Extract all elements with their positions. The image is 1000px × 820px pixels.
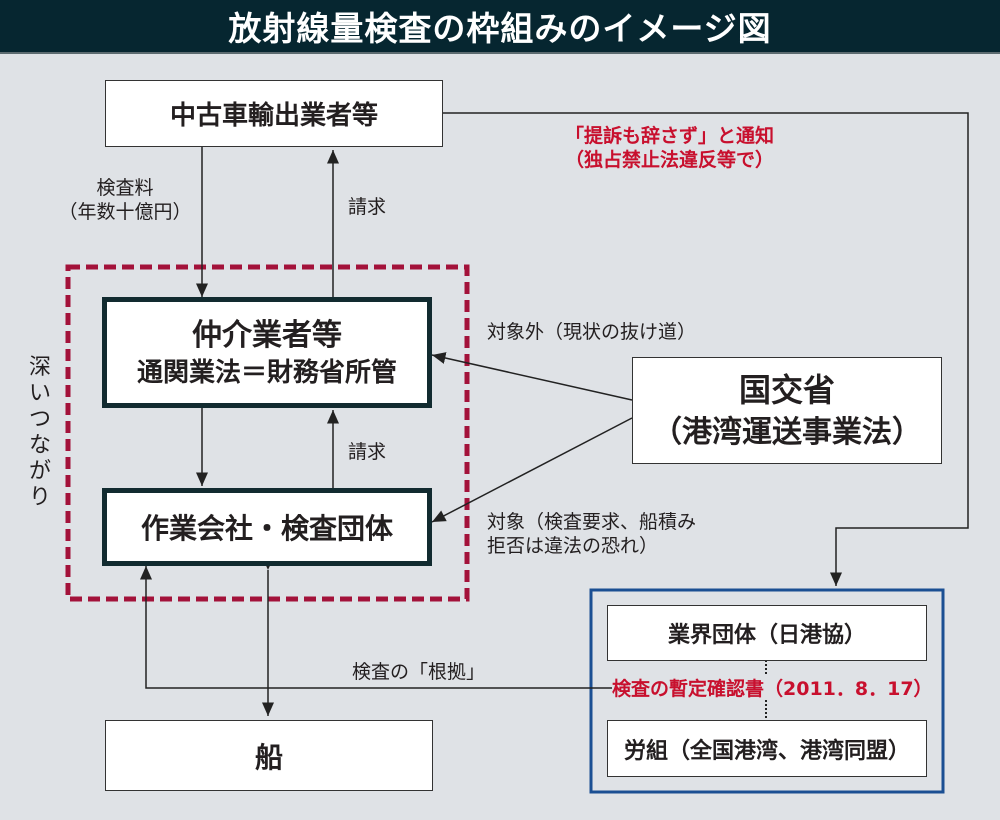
- industry-group-label: 業界団体（日港協）: [667, 623, 866, 648]
- notice-label-line2: （独占禁止法違反等で）: [565, 149, 775, 171]
- mlit-box: 国交省 （港湾運送事業法）: [632, 357, 942, 464]
- notice-label: 「提訴も辞さず」と通知 （独占禁止法違反等で）: [565, 124, 774, 172]
- fee-label-line2: （年数十億円）: [58, 201, 192, 223]
- agreement-group-border: [589, 588, 945, 794]
- industry-group-box: 業界団体（日港協）: [607, 605, 927, 661]
- brokers-subtitle: 通関業法＝財務省所管: [136, 357, 397, 388]
- covered-label-line2: 拒否は違法の恐れ）: [487, 535, 659, 557]
- deep-ties-label: 深いつながり: [28, 355, 51, 510]
- brokers-box: 仲介業者等 通関業法＝財務省所管: [102, 297, 432, 408]
- deep-ties-group-border: [65, 264, 470, 602]
- basis-arrow: [140, 566, 612, 689]
- not-covered-arrow: [431, 352, 633, 401]
- fee-label: 検査料 （年数十億円）: [50, 176, 200, 224]
- mlit-title: 国交省: [738, 370, 835, 409]
- union-box: 労組（全国港湾、港湾同盟）: [607, 720, 927, 777]
- notice-label-line1: 「提訴も辞さず」と通知: [565, 125, 775, 147]
- billing-label-top: 請求: [348, 196, 387, 218]
- fee-label-line1: 検査料: [96, 177, 154, 199]
- ship-box: 船: [105, 720, 433, 791]
- ship-label: 船: [254, 740, 283, 774]
- not-covered-label: 対象外（現状の抜け道）: [487, 321, 697, 343]
- workers-label: 作業会社・検査団体: [140, 512, 393, 545]
- brokers-title: 仲介業者等: [192, 317, 342, 353]
- page-title: 放射線量検査の枠組みのイメージ図: [228, 9, 772, 48]
- covered-arrow: [431, 417, 633, 523]
- title-bar: 放射線量検査の枠組みのイメージ図: [0, 0, 1000, 54]
- basis-label: 検査の「根拠」: [352, 661, 486, 683]
- covered-label: 対象（検査要求、船積み 拒否は違法の恐れ）: [487, 510, 696, 558]
- workers-box: 作業会社・検査団体: [102, 488, 432, 566]
- covered-label-line1: 対象（検査要求、船積み: [487, 511, 697, 533]
- mlit-subtitle: （港湾運送事業法）: [652, 414, 922, 450]
- exporters-label: 中古車輸出業者等: [169, 101, 378, 131]
- billing-label-mid: 請求: [348, 441, 387, 463]
- notice-arrow: [443, 112, 969, 586]
- interim-cert-label: 検査の暫定確認書（2011．8．17）: [612, 678, 933, 700]
- union-label: 労組（全国港湾、港湾同盟）: [623, 738, 910, 764]
- exporters-box: 中古車輸出業者等: [105, 80, 443, 147]
